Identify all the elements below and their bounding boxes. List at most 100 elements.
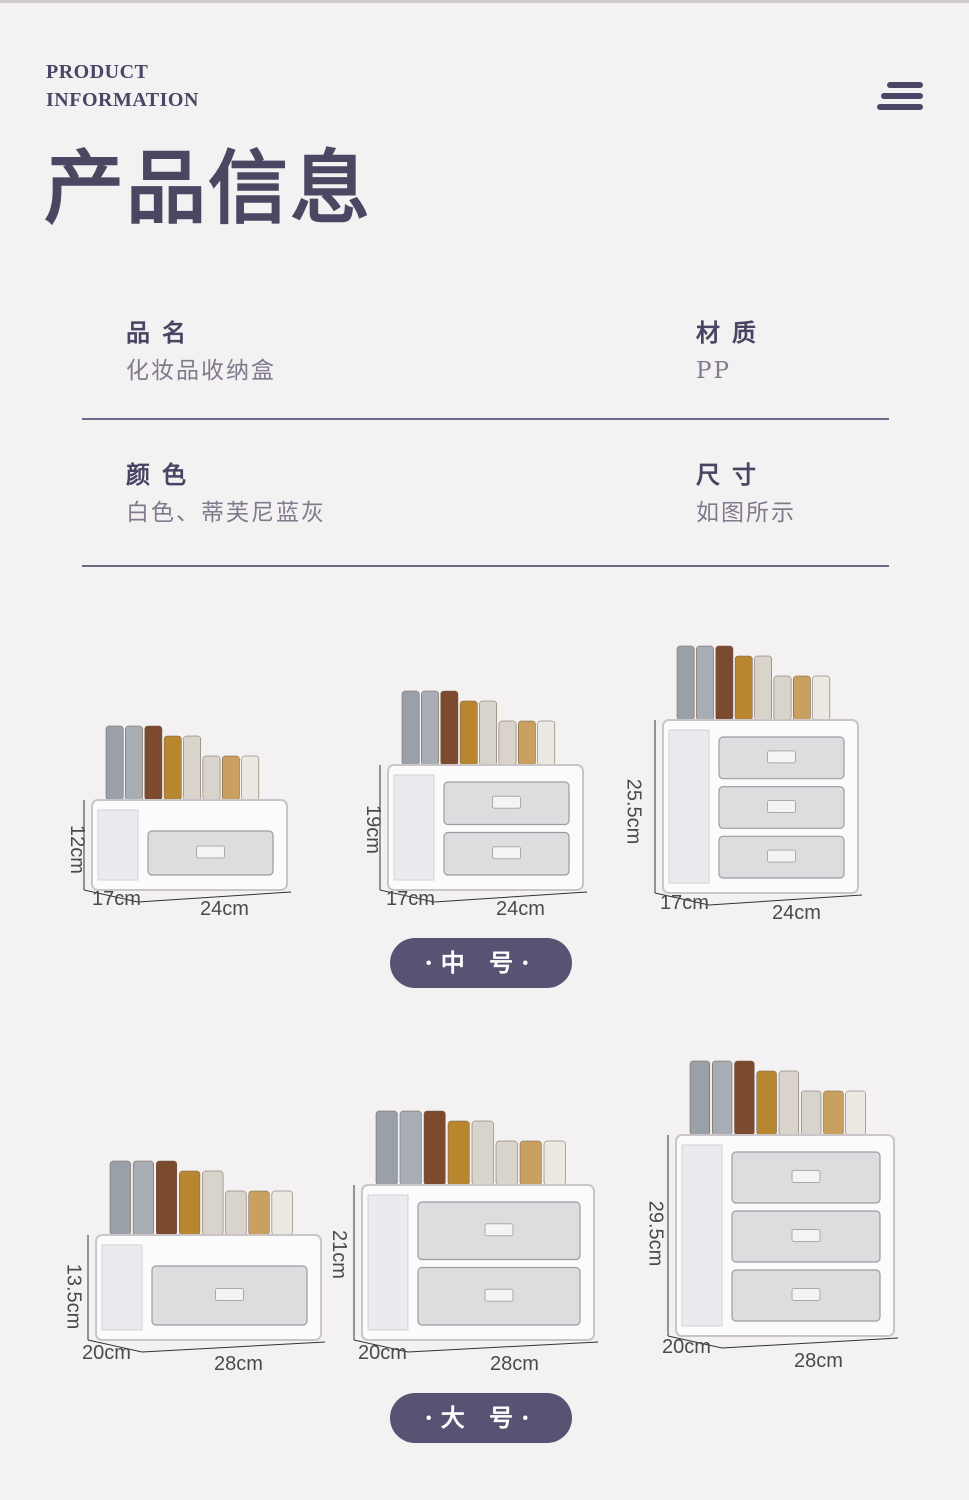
cosmetic-bottle [754, 655, 772, 721]
depth-dimension-label: 20cm [662, 1336, 711, 1358]
cosmetic-bottle [241, 755, 260, 801]
cosmetic-bottle [132, 1160, 154, 1236]
color-value: 白色、蒂芙尼蓝灰 [126, 500, 326, 526]
cosmetic-bottle [399, 1110, 422, 1186]
width-dimension-label: 28cm [794, 1350, 843, 1372]
english-heading-line2: INFORMATION [46, 89, 199, 111]
field-color: 颜色 白色、蒂芙尼蓝灰 [126, 460, 326, 528]
cosmetic-bottle [156, 1160, 178, 1236]
english-heading: PRODUCT INFORMATION [46, 58, 199, 114]
large-product-1 [76, 1155, 341, 1350]
medium-product-3 [643, 640, 878, 903]
field-material: 材质 PP [696, 318, 768, 386]
material-label: 材质 [696, 319, 768, 347]
cosmetic-bottle [375, 1110, 398, 1186]
large-product-3 [656, 1055, 914, 1346]
drawer-handle [791, 1170, 821, 1183]
cosmetic-bottle [179, 1170, 201, 1236]
cosmetic-bottle [423, 1110, 446, 1186]
drawer-handle [767, 750, 796, 764]
cosmetic-bottle [125, 725, 143, 801]
cosmetic-bottle [447, 1120, 470, 1186]
large-size-badge: ·大 号· [390, 1393, 572, 1443]
cosmetic-bottle [144, 725, 163, 801]
cosmetic-bottle [248, 1190, 270, 1236]
divider-1 [82, 418, 889, 420]
color-label: 颜色 [126, 461, 198, 489]
cosmetic-bottle [401, 690, 420, 766]
drawer-handle [484, 1223, 514, 1237]
height-dimension-label: 19cm [361, 805, 384, 854]
organizer-side-panel [681, 1144, 723, 1327]
product-name-value: 化妆品收纳盒 [126, 358, 276, 384]
cosmetic-bottle [471, 1120, 494, 1186]
drawer-handle [196, 845, 225, 859]
height-dimension-label: 29.5cm [644, 1200, 667, 1267]
cosmetic-bottle [756, 1070, 777, 1136]
size-label: 尺寸 [696, 461, 768, 489]
menu-lines-icon[interactable] [877, 82, 925, 112]
organizer-illustration [387, 690, 584, 891]
drawer-handle [791, 1229, 821, 1242]
cosmetic-bottle [109, 1160, 131, 1236]
height-dimension-label: 13.5cm [62, 1263, 85, 1330]
cosmetic-bottle [518, 720, 536, 766]
depth-dimension-label: 17cm [386, 888, 435, 910]
cosmetic-bottle [440, 690, 459, 766]
width-dimension-label: 24cm [496, 898, 545, 920]
drawer-handle [791, 1288, 821, 1301]
depth-dimension-label: 17cm [660, 892, 709, 914]
medium-product-2 [368, 685, 603, 900]
organizer-illustration [95, 1160, 322, 1341]
drawer-handle [767, 849, 796, 863]
width-dimension-label: 24cm [772, 902, 821, 924]
cosmetic-bottle [689, 1060, 711, 1136]
cosmetic-bottle [495, 1140, 518, 1186]
size-value: 如图所示 [696, 500, 796, 526]
organizer-illustration [361, 1110, 595, 1341]
large-product-2 [342, 1105, 614, 1350]
organizer-illustration [662, 645, 859, 894]
cosmetic-bottle [271, 1190, 293, 1236]
cosmetic-bottle [793, 675, 811, 721]
drawer-handle [492, 846, 521, 860]
cosmetic-bottle [715, 645, 734, 721]
organizer-illustration [91, 725, 288, 891]
cosmetic-bottle [105, 725, 124, 801]
width-dimension-label: 24cm [200, 898, 249, 920]
drawer-handle [484, 1288, 514, 1302]
product-name-label: 品名 [126, 319, 198, 347]
drawer-handle [492, 795, 521, 809]
field-size: 尺寸 如图所示 [696, 460, 796, 528]
cosmetic-bottle [845, 1090, 866, 1136]
cosmetic-bottle [823, 1090, 844, 1136]
height-dimension-label: 25.5cm [622, 778, 645, 845]
depth-dimension-label: 20cm [82, 1342, 131, 1364]
height-dimension-label: 21cm [327, 1230, 350, 1279]
organizer-side-panel [101, 1244, 143, 1331]
page-title: 产品信息 [44, 141, 372, 235]
organizer-side-panel [97, 809, 139, 881]
cosmetic-bottle [183, 735, 201, 801]
cosmetic-bottle [459, 700, 478, 766]
depth-dimension-label: 17cm [92, 888, 141, 910]
cosmetic-bottle [676, 645, 695, 721]
cosmetic-bottle [225, 1190, 247, 1236]
width-dimension-label: 28cm [214, 1353, 263, 1375]
cosmetic-bottle [479, 700, 497, 766]
medium-size-badge: ·中 号· [390, 938, 572, 988]
drawer-handle [767, 800, 796, 813]
cosmetic-bottle [734, 655, 753, 721]
cosmetic-bottle [421, 690, 439, 766]
cosmetic-bottle [734, 1060, 755, 1136]
height-dimension-label: 12cm [65, 825, 88, 874]
organizer-side-panel [668, 729, 710, 884]
field-product-name: 品名 化妆品收纳盒 [126, 318, 276, 386]
cosmetic-bottle [202, 755, 221, 801]
cosmetic-bottle [202, 1170, 224, 1236]
cosmetic-bottle [543, 1140, 566, 1186]
cosmetic-bottle [712, 1060, 733, 1136]
cosmetic-bottle [696, 645, 714, 721]
cosmetic-bottle [519, 1140, 542, 1186]
depth-dimension-label: 20cm [358, 1342, 407, 1364]
